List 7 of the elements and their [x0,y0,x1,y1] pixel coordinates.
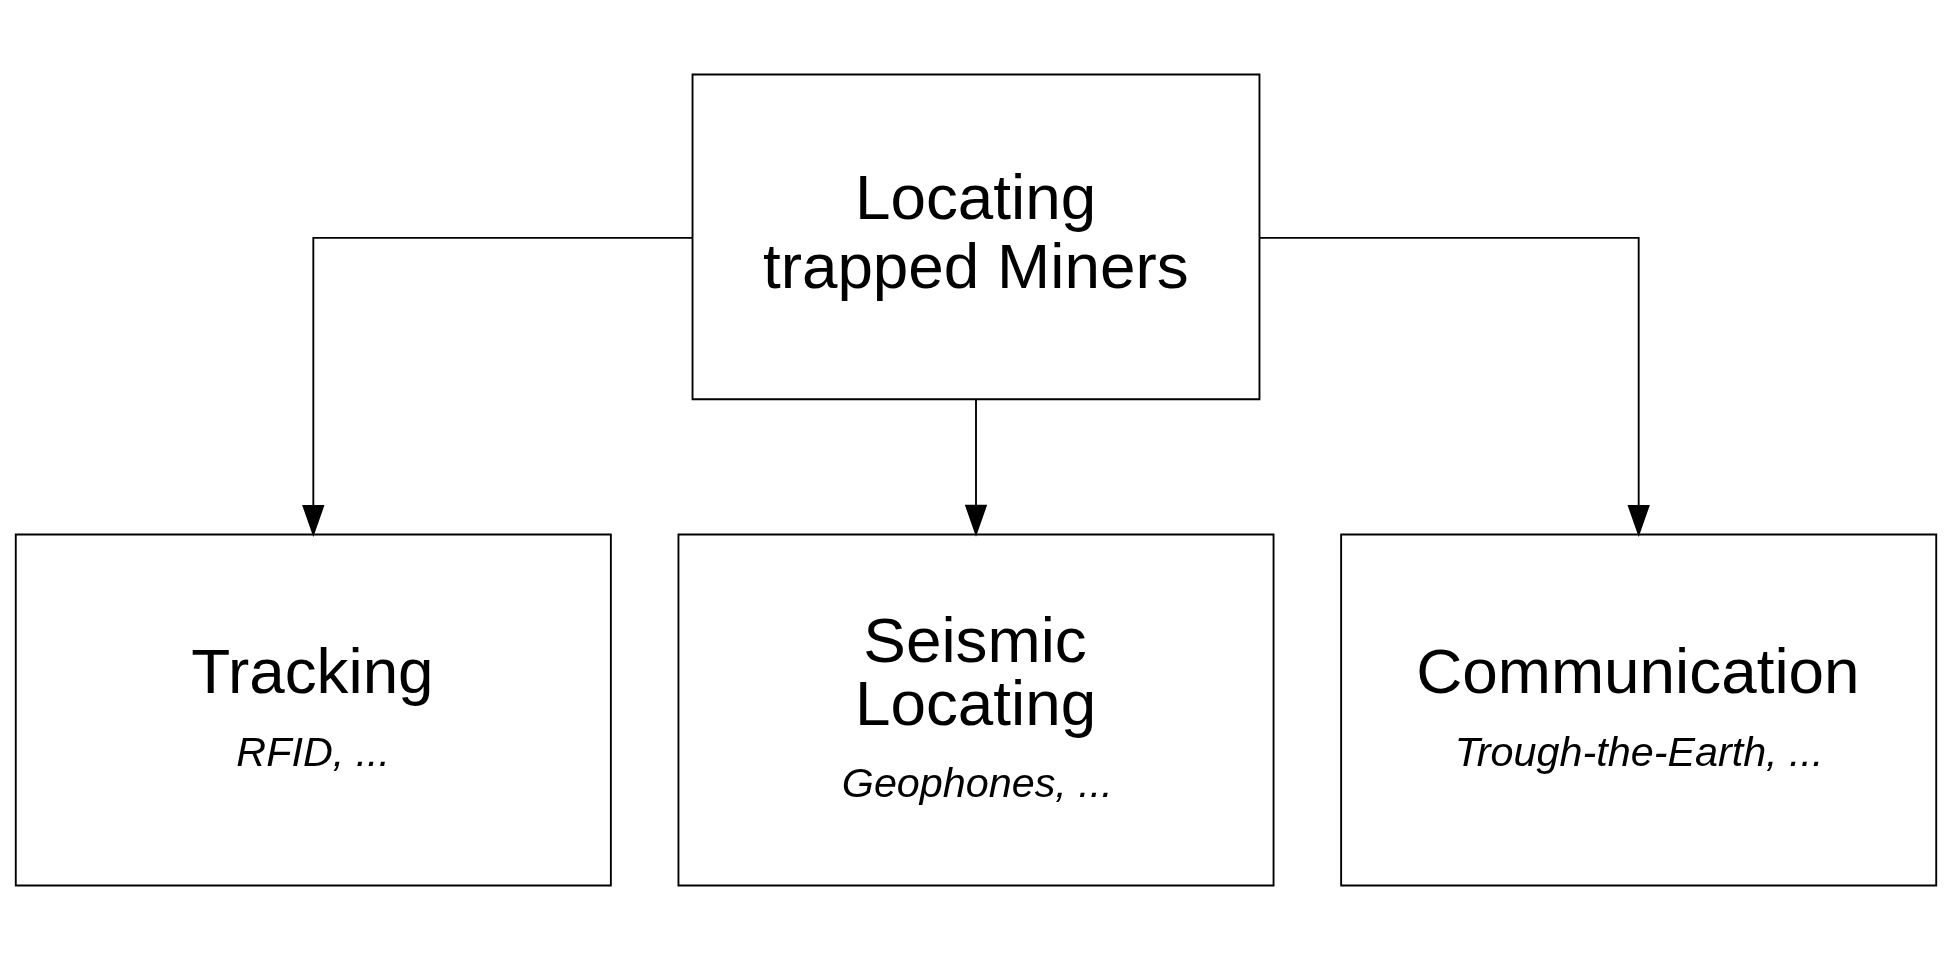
node-box: Communication Trough-the-Earth, ... [1340,533,1938,886]
arrow [1259,236,1650,537]
arrow [302,236,694,537]
node-box: Tracking RFID, ... [14,533,612,886]
node-box: Locating trapped Miners [691,73,1261,400]
arrow [964,398,988,537]
node-box: Seismic Locating Geophones, ... [677,533,1275,886]
